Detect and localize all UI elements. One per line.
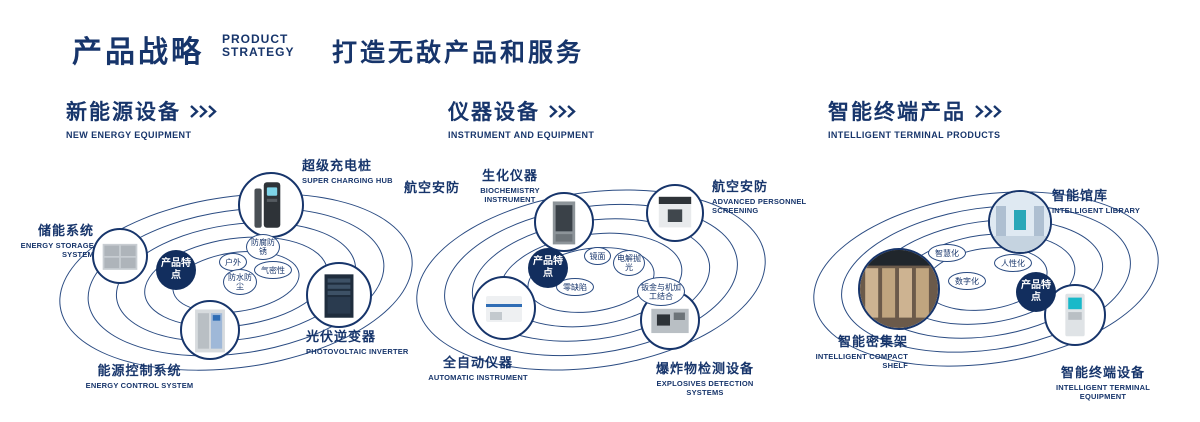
label-super-charging-hub: 超级充电桩 SUPER CHARGING HUB <box>302 158 393 185</box>
slogan: 打造无敌产品和服务 <box>332 39 585 67</box>
feature-bubble: 电解抛光 <box>613 250 645 276</box>
feature-bubble: 镜面 <box>584 247 611 265</box>
feature-bubble: 数字化 <box>948 272 986 290</box>
badge-product-features: 产品特点 <box>528 248 568 288</box>
triple-chevron-icon <box>190 104 217 118</box>
section-title-new-energy: 新能源设备 NEW ENERGY EQUIPMENT <box>66 96 220 140</box>
personnel-screening-image <box>658 196 692 228</box>
photovoltaic-inverter-image <box>324 274 354 318</box>
section-title-en: INSTRUMENT AND EQUIPMENT <box>448 130 595 140</box>
super-charging-hub-image <box>254 182 281 228</box>
feature-bubble: 零缺陷 <box>556 278 594 296</box>
page-title: 产品战略 <box>72 36 204 69</box>
energy-control-image <box>195 309 225 353</box>
product-circle-energy-control <box>180 300 240 360</box>
label-biochemistry-instrument: 生化仪器 BIOCHEMISTRY INSTRUMENT <box>480 168 540 204</box>
feature-bubble: 气密性 <box>254 261 292 279</box>
explosives-detection-image <box>651 308 689 334</box>
product-circle-photovoltaic-inverter <box>306 262 372 328</box>
section-title-cn: 新能源设备 <box>66 101 181 124</box>
label-automatic-instrument: 全自动仪器 AUTOMATIC INSTRUMENT <box>428 355 528 382</box>
feature-bubble: 防腐防锈 <box>246 234 280 260</box>
section-title-instruments: 仪器设备 INSTRUMENT AND EQUIPMENT <box>448 96 594 140</box>
feature-bubble: 智慧化 <box>928 244 966 262</box>
page-title-english: PRODUCT STRATEGY <box>222 33 294 59</box>
section-title-en: INTELLIGENT TERMINAL PRODUCTS <box>828 130 1001 140</box>
triple-chevron-icon <box>549 104 576 118</box>
badge-product-features: 产品特点 <box>156 250 196 290</box>
product-circle-intelligent-library <box>988 190 1052 254</box>
intelligent-compact-shelf-image <box>860 250 938 328</box>
product-circle-energy-storage <box>92 228 148 284</box>
product-circle-super-charging-hub <box>238 172 304 238</box>
section-title-en: NEW ENERGY EQUIPMENT <box>66 130 192 140</box>
page-title-english-line2: STRATEGY <box>222 45 295 59</box>
product-circle-biochemistry-instrument <box>534 192 594 252</box>
intelligent-terminal-image <box>1065 293 1085 337</box>
label-intelligent-terminal: 智能终端设备 INTELLIGENT TERMINAL EQUIPMENT <box>1056 365 1150 401</box>
biochemistry-instrument-image <box>552 201 576 245</box>
label-personnel-screening: 航空安防 ADVANCED PERSONNEL SCREENING <box>712 179 807 215</box>
label-intelligent-compact-shelf: 智能密集架 INTELLIGENT COMPACT SHELF <box>815 334 908 370</box>
automatic-instrument-image <box>486 296 522 322</box>
feature-bubble: 人性化 <box>994 254 1032 272</box>
product-circle-automatic-instrument <box>472 276 536 340</box>
label-energy-control: 能源控制系统 ENERGY CONTROL SYSTEM <box>85 363 194 390</box>
triple-chevron-icon <box>975 104 1002 118</box>
intelligent-library-image <box>990 192 1050 252</box>
energy-storage-image <box>102 243 138 270</box>
feature-bubble: 户外 <box>219 253 247 271</box>
feature-bubble: 防水防尘 <box>223 269 257 295</box>
product-circle-intelligent-compact-shelf <box>858 248 940 330</box>
section-title-cn: 仪器设备 <box>448 101 540 124</box>
badge-product-features: 产品特点 <box>1016 272 1056 312</box>
label-photovoltaic-inverter: 光伏逆变器 PHOTOVOLTAIC INVERTER <box>306 329 409 356</box>
label-intelligent-library: 智能馆库 INTELLIGENT LIBRARY <box>1052 188 1141 215</box>
label-aviation-security-side: 航空安防 <box>404 180 461 195</box>
section-title-intelligent-terminal: 智能终端产品 INTELLIGENT TERMINAL PRODUCTS <box>828 96 1005 140</box>
label-explosives-detection: 爆炸物检测设备 EXPLOSIVES DETECTION SYSTEMS <box>655 361 754 397</box>
feature-bubble: 钣金与机加工结合 <box>637 277 685 306</box>
page-title-english-line1: PRODUCT <box>222 32 289 46</box>
product-circle-personnel-screening <box>646 184 704 242</box>
label-energy-storage: 储能系统 ENERGY STORAGE SYSTEM <box>20 223 94 259</box>
section-title-cn: 智能终端产品 <box>828 101 966 124</box>
